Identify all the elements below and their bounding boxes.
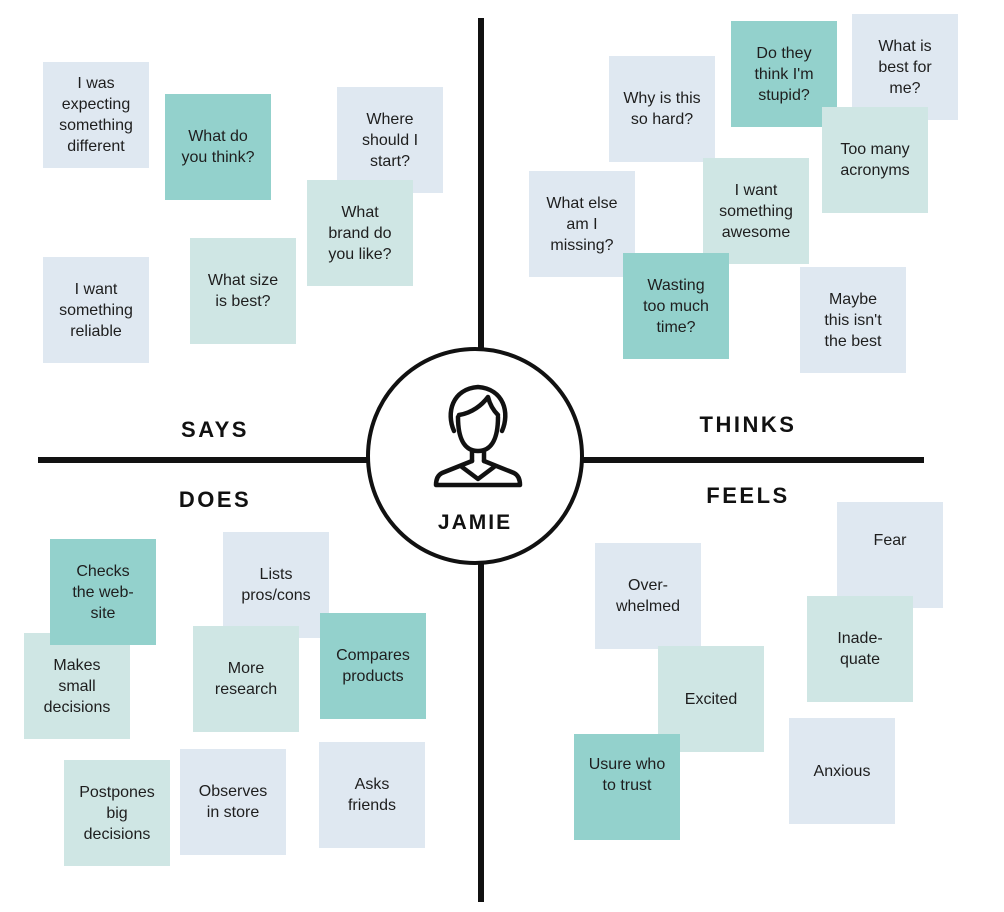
says-note-where-start: Where should I start?	[337, 87, 443, 193]
thinks-note-maybe-not-best: Maybe this isn't the best	[800, 267, 906, 373]
feels-note-overwhelmed: Over- whelmed	[595, 543, 701, 649]
thinks-note-think-stupid: Do they think I'm stupid?	[731, 21, 837, 127]
persona-name: JAMIE	[437, 511, 513, 534]
feels-note-inadequate: Inade- quate	[807, 596, 913, 702]
says-note-what-size: What size is best?	[190, 238, 296, 344]
thinks-note-too-many-acronyms: Too many acronyms	[822, 107, 928, 213]
feels-note-unsure-who-to-trust: Usure who to trust	[574, 734, 680, 840]
says-note-what-do-you-think: What do you think?	[165, 94, 271, 200]
does-note-lists-pros-cons: Lists pros/cons	[223, 532, 329, 638]
quadrant-label-does: DOES	[178, 487, 252, 512]
thinks-note-why-so-hard: Why is this so hard?	[609, 56, 715, 162]
quadrant-label-thinks: THINKS	[699, 412, 797, 437]
thinks-note-what-else-missing: What else am I missing?	[529, 171, 635, 277]
says-note-something-reliable: I want something reliable	[43, 257, 149, 363]
quadrant-label-says: SAYS	[181, 417, 249, 442]
quadrant-label-feels: FEELS	[706, 483, 790, 508]
does-note-asks-friends: Asks friends	[319, 742, 425, 848]
thinks-note-wasting-time: Wasting too much time?	[623, 253, 729, 359]
feels-note-fear: Fear	[837, 502, 943, 608]
does-note-observes-in-store: Observes in store	[180, 749, 286, 855]
persona-circle: JAMIE	[366, 347, 584, 565]
does-note-checks-website: Checks the web- site	[50, 539, 156, 645]
does-note-more-research: More research	[193, 626, 299, 732]
user-avatar-icon	[433, 384, 523, 488]
does-note-postpones-decisions: Postpones big decisions	[64, 760, 170, 866]
does-note-compares-products: Compares products	[320, 613, 426, 719]
does-note-small-decisions: Makes small decisions	[24, 633, 130, 739]
thinks-note-something-awesome: I want something awesome	[703, 158, 809, 264]
feels-note-anxious: Anxious	[789, 718, 895, 824]
says-note-expecting-different: I was expecting something different	[43, 62, 149, 168]
says-note-what-brand: What brand do you like?	[307, 180, 413, 286]
thinks-note-best-for-me: What is best for me?	[852, 14, 958, 120]
